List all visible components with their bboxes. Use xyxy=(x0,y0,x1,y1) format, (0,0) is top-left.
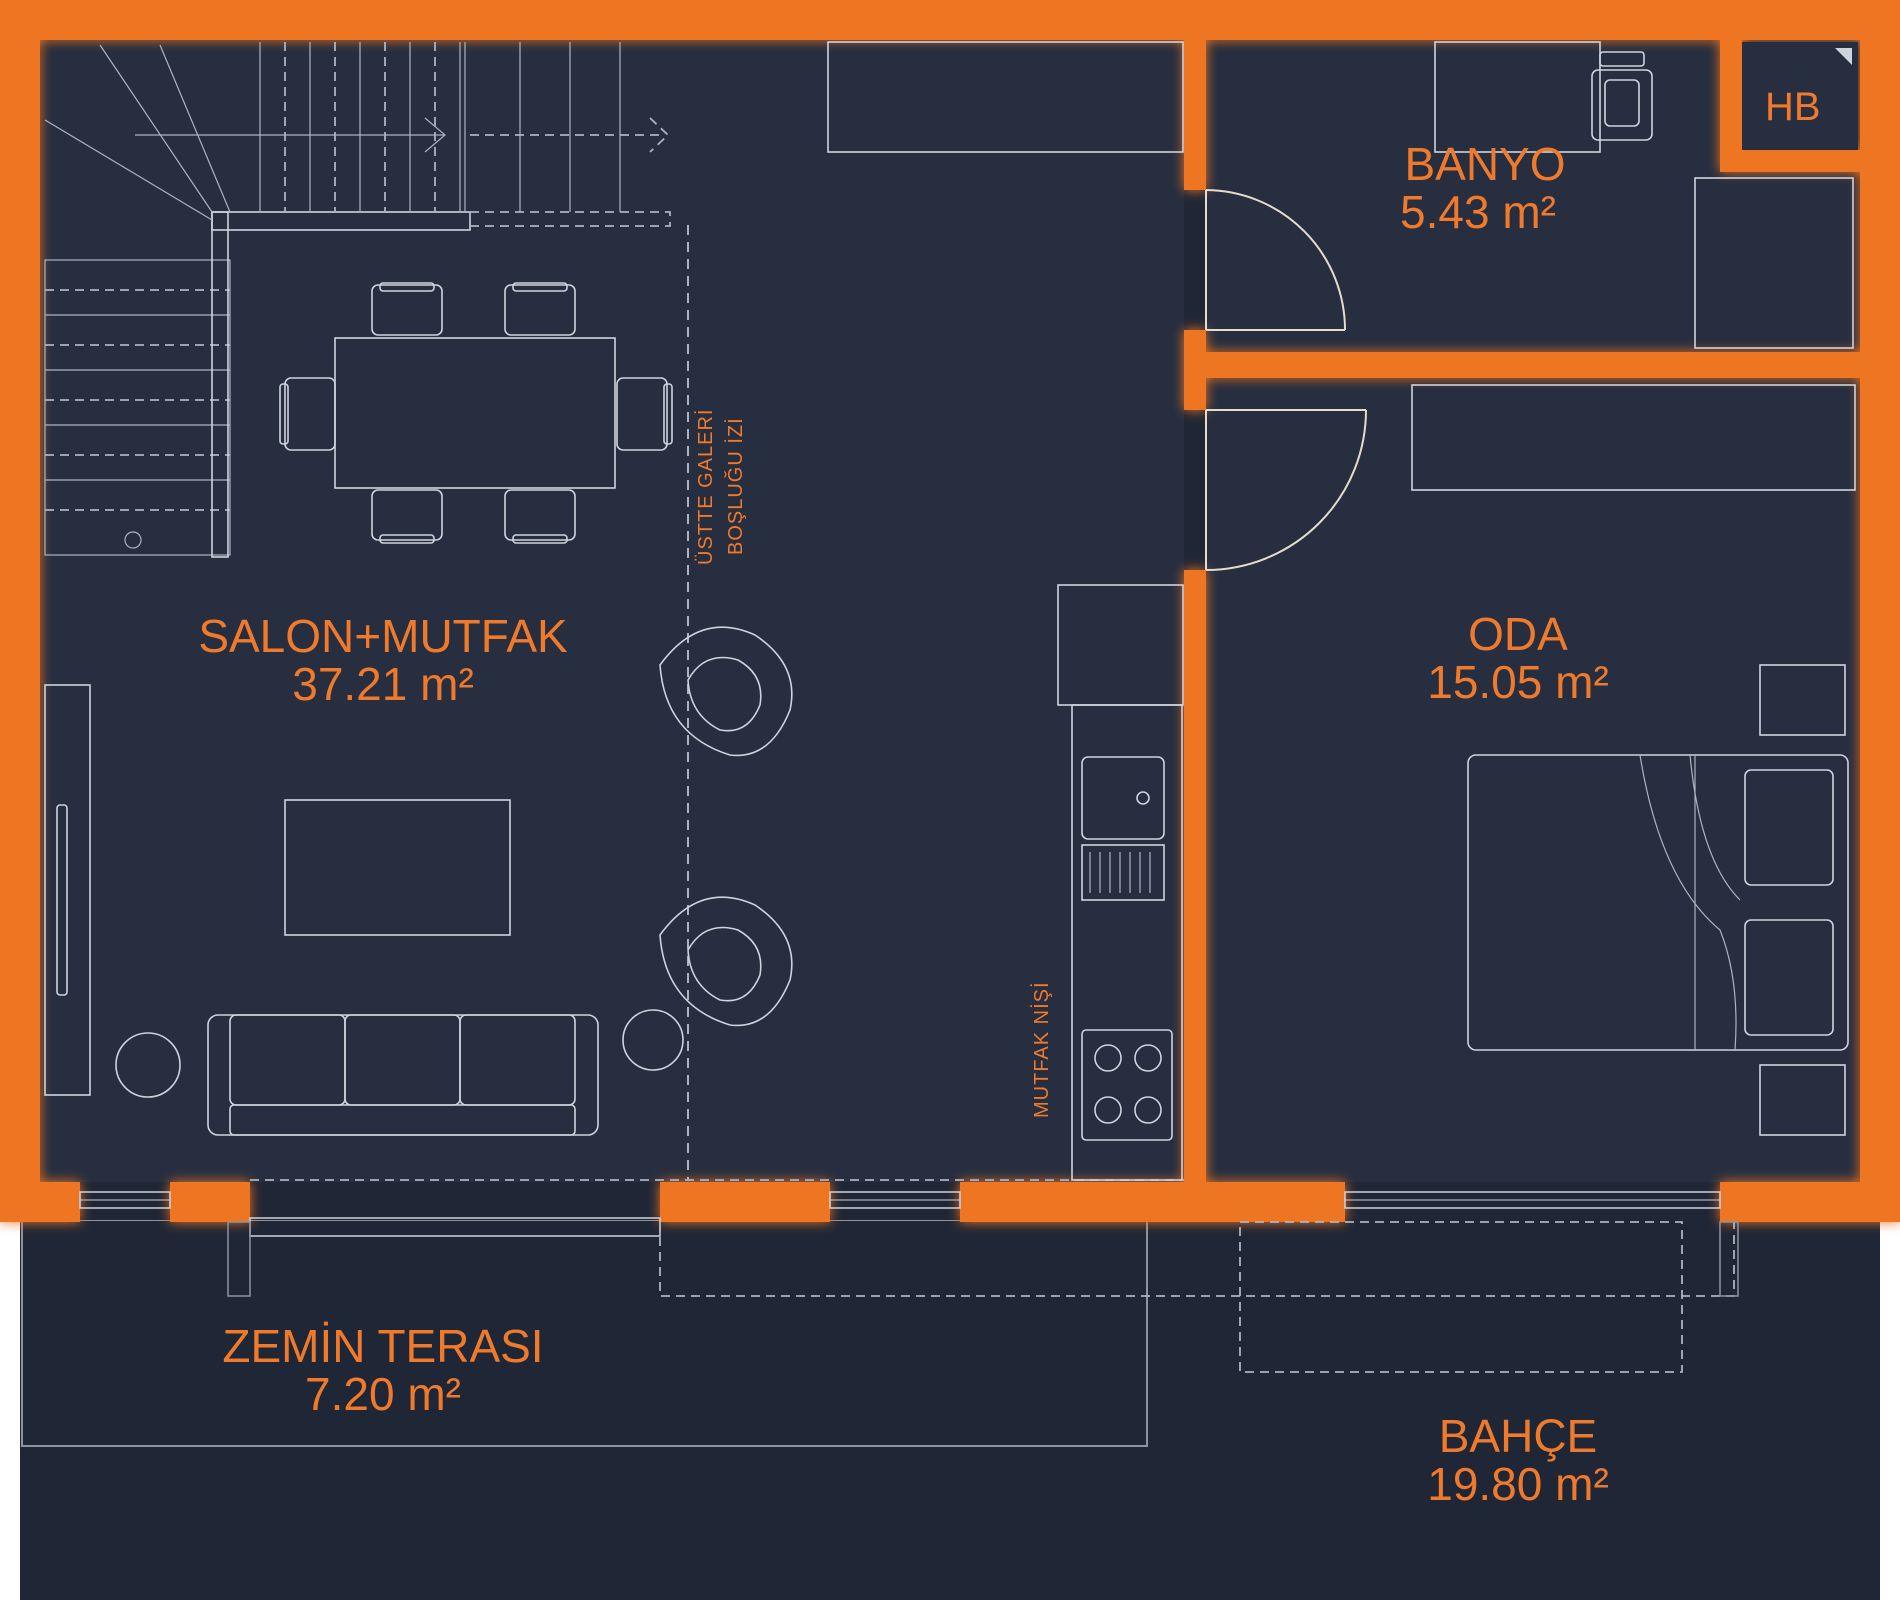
armchair-top xyxy=(659,626,793,757)
overhang-outlines xyxy=(227,1179,1739,1373)
salon-area: 37.21 m² xyxy=(292,658,474,710)
bed xyxy=(1467,664,1849,1136)
coffee-table xyxy=(284,799,511,936)
terrace-area: 7.20 m² xyxy=(305,1368,461,1420)
garden-name: BAHÇE xyxy=(1439,1410,1597,1462)
oda-name: ODA xyxy=(1468,608,1568,660)
terrace-name: ZEMİN TERASI xyxy=(222,1320,543,1372)
walls xyxy=(0,0,1900,1222)
staircase xyxy=(44,42,671,558)
salon-room xyxy=(42,42,1184,1182)
armchair-bottom xyxy=(659,896,793,1027)
dining-set xyxy=(279,282,673,544)
banyo-area: 5.43 m² xyxy=(1400,186,1556,238)
gallery-note-line2: BOŞLUĞU İZİ xyxy=(724,417,747,555)
bedroom-door xyxy=(1205,409,1367,571)
oda-area: 15.05 m² xyxy=(1427,656,1609,708)
bathroom-fixtures xyxy=(1434,41,1854,349)
kitchen-counter xyxy=(1057,584,1184,1181)
gallery-note-line1: ÜSTTE GALERİ xyxy=(694,409,717,565)
sofa xyxy=(207,1014,599,1136)
side-table-right xyxy=(622,1009,684,1071)
bathroom-door xyxy=(1205,189,1346,331)
salon-name: SALON+MUTFAK xyxy=(198,610,568,662)
shaft-marker xyxy=(1835,48,1852,65)
tv-unit xyxy=(44,684,91,1096)
oda-room xyxy=(1206,380,1858,1182)
salon-cabinet xyxy=(827,41,1184,153)
hb-shaft xyxy=(1742,42,1858,150)
garden-area-value: 19.80 m² xyxy=(1427,1458,1609,1510)
side-table-left xyxy=(115,1032,181,1098)
hb-shaft-label: HB xyxy=(1765,85,1821,129)
banyo-name: BANYO xyxy=(1404,138,1565,190)
kitchen-niche-note: MUTFAK NİŞİ xyxy=(1030,981,1053,1118)
garden-area xyxy=(20,1220,1880,1600)
bedroom-wardrobe xyxy=(1411,384,1856,491)
